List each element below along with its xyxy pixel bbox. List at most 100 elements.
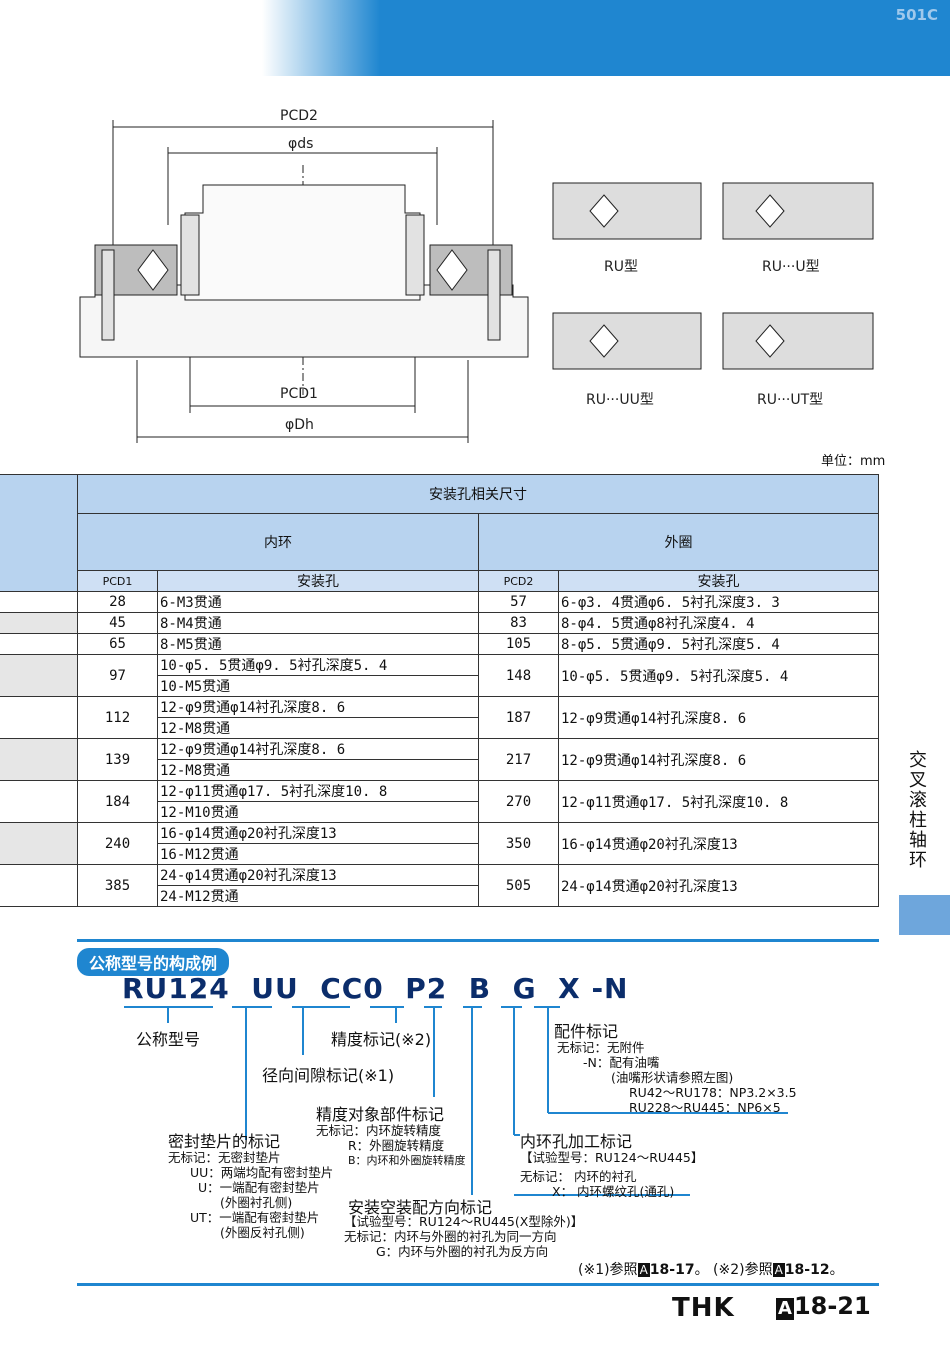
header-bar [0, 0, 950, 76]
table-row: 12-M8贯通 [0, 717, 879, 739]
pcd1-cell: 28 [77, 591, 158, 613]
table-row: 16-M12贯通 [0, 843, 879, 865]
pcd1-cell: 139 [77, 738, 158, 781]
pcd2-cell: 217 [478, 738, 559, 781]
radial-label: 径向间隙标记(※1) [262, 1066, 395, 1085]
inner-hole-cell: 16-φ14贯通φ20衬孔深度13 [157, 822, 479, 844]
inner-hole-cell: 10-M5贯通 [157, 675, 479, 697]
row-label-cell [0, 780, 78, 823]
mount-title: 安装空装配方向标记 [348, 1198, 493, 1217]
section-rule [77, 939, 879, 942]
bearing-diagram [79, 120, 874, 443]
row-label-cell [0, 738, 78, 781]
outer-hole-cell: 10-φ5. 5贯通φ9. 5衬孔深度5. 4 [558, 654, 879, 697]
inner-hole-title: 内环孔加工标记 [520, 1132, 633, 1151]
outer-hole-cell: 12-φ9贯通φ14衬孔深度8. 6 [558, 696, 879, 739]
outer-hole-cell: 12-φ11贯通φ17. 5衬孔深度10. 8 [558, 780, 879, 823]
row-label-cell [0, 696, 78, 739]
bottom-rule [77, 1283, 879, 1286]
pcd2-label: PCD2 [280, 108, 318, 124]
outer-hole-cell: 6-φ3. 4贯通φ6. 5衬孔深度3. 3 [558, 591, 879, 613]
row-label-cell [0, 822, 78, 865]
section-title: 公称型号的构成例 [77, 948, 230, 976]
outer-hole-cell: 12-φ9贯通φ14衬孔深度8. 6 [558, 738, 879, 781]
page-code: 501C [895, 6, 938, 24]
pcd2-cell: 187 [478, 696, 559, 739]
precision-obj-lines: 无标记：内环旋转精度 R：外圈旋转精度 B：内环和外圈旋转精度 [316, 1123, 466, 1167]
row-label-cell [0, 864, 78, 907]
inner-hole-cell: 8-M5贯通 [157, 633, 479, 655]
accessory-lines: 无标记：无附件 -N：配有油嘴 (油嘴形状请参照左图) RU42～RU178：N… [557, 1040, 797, 1115]
page-number: A18-21 [776, 1292, 871, 1320]
table-row: 24-M12贯通 [0, 885, 879, 907]
type-ru-u: RU···U型 [762, 259, 820, 275]
outer-hole-cell: 8-φ5. 5贯通φ9. 5衬孔深度5. 4 [558, 633, 879, 655]
inner-hole-cell: 12-φ9贯通φ14衬孔深度8. 6 [157, 738, 479, 760]
side-tab: 交叉滚柱轴环 [906, 750, 927, 870]
type-ru-ut: RU···UT型 [757, 392, 824, 408]
inner-hole-cell: 12-M8贯通 [157, 759, 479, 781]
pcd1-cell: 45 [77, 612, 158, 634]
accessory-title: 配件标记 [554, 1022, 619, 1041]
hole2-col: 安装孔 [558, 570, 879, 592]
row-label-cell [0, 612, 78, 634]
outer-hole-cell: 16-φ14贯通φ20衬孔深度13 [558, 822, 879, 865]
pcd2-cell: 57 [478, 591, 559, 613]
pcd1-col: PCD1 [77, 570, 158, 592]
inner-hole-cell: 12-M10贯通 [157, 801, 479, 823]
seal-title: 密封垫片的标记 [168, 1132, 281, 1151]
inner-hole-cell: 12-φ9贯通φ14衬孔深度8. 6 [157, 696, 479, 718]
inner-hole-cell: 16-M12贯通 [157, 843, 479, 865]
inner-hole-cell: 6-M3贯通 [157, 591, 479, 613]
ds-label: φds [288, 136, 314, 152]
hole-col: 安装孔 [157, 570, 479, 592]
seal-lines: 无标记：无密封垫片 UU：两端均配有密封垫片 U：一端配有密封垫片 (外圈衬孔侧… [168, 1150, 334, 1240]
precision-obj-title: 精度对象部件标记 [316, 1105, 445, 1124]
pcd1-cell: 385 [77, 864, 158, 907]
side-tab-block [899, 895, 950, 935]
model-code-leaders [124, 1006, 788, 1196]
pcd1-label: PCD1 [280, 386, 318, 402]
pcd2-cell: 83 [478, 612, 559, 634]
unit-label: 单位：mm [821, 454, 886, 469]
precision-label: 精度标记(※2) [331, 1030, 432, 1049]
row-label-cell [0, 591, 78, 613]
pcd2-cell: 270 [478, 780, 559, 823]
inner-hole-lines: 【试验型号：RU124～RU445】 无标记： 内环的衬孔 X： 内环螺纹孔(通… [520, 1150, 704, 1199]
inner-hole-cell: 8-M4贯通 [157, 612, 479, 634]
inner-hole-cell: 24-M12贯通 [157, 885, 479, 907]
outer-ring-header: 外圈 [478, 513, 879, 571]
outer-hole-cell: 24-φ14贯通φ20衬孔深度13 [558, 864, 879, 907]
inner-hole-cell: 12-M8贯通 [157, 717, 479, 739]
inner-hole-cell: 12-φ11贯通φ17. 5衬孔深度10. 8 [157, 780, 479, 802]
outer-hole-cell: 8-φ4. 5贯通φ8衬孔深度4. 4 [558, 612, 879, 634]
thk-logo: THK [672, 1293, 735, 1323]
blank-header [0, 474, 78, 592]
pcd1-cell: 184 [77, 780, 158, 823]
model-code: RU124 UU CC0 P2 B G X -N [122, 972, 629, 1005]
table-title: 安装孔相关尺寸 [77, 474, 879, 514]
dh-label: φDh [285, 417, 314, 433]
pcd2-cell: 105 [478, 633, 559, 655]
row-label-cell [0, 654, 78, 697]
inner-hole-cell: 10-φ5. 5贯通φ9. 5衬孔深度5. 4 [157, 654, 479, 676]
pcd2-col: PCD2 [478, 570, 559, 592]
type-ru-uu: RU···UU型 [586, 392, 654, 408]
pcd2-cell: 350 [478, 822, 559, 865]
pcd1-cell: 240 [77, 822, 158, 865]
mount-lines: 【试验型号：RU124～RU445(X型除外)】 无标记：内环与外圈的衬孔为同一… [344, 1214, 584, 1259]
row-label-cell [0, 633, 78, 655]
pcd1-cell: 97 [77, 654, 158, 697]
inner-hole-cell: 24-φ14贯通φ20衬孔深度13 [157, 864, 479, 886]
pcd2-cell: 505 [478, 864, 559, 907]
